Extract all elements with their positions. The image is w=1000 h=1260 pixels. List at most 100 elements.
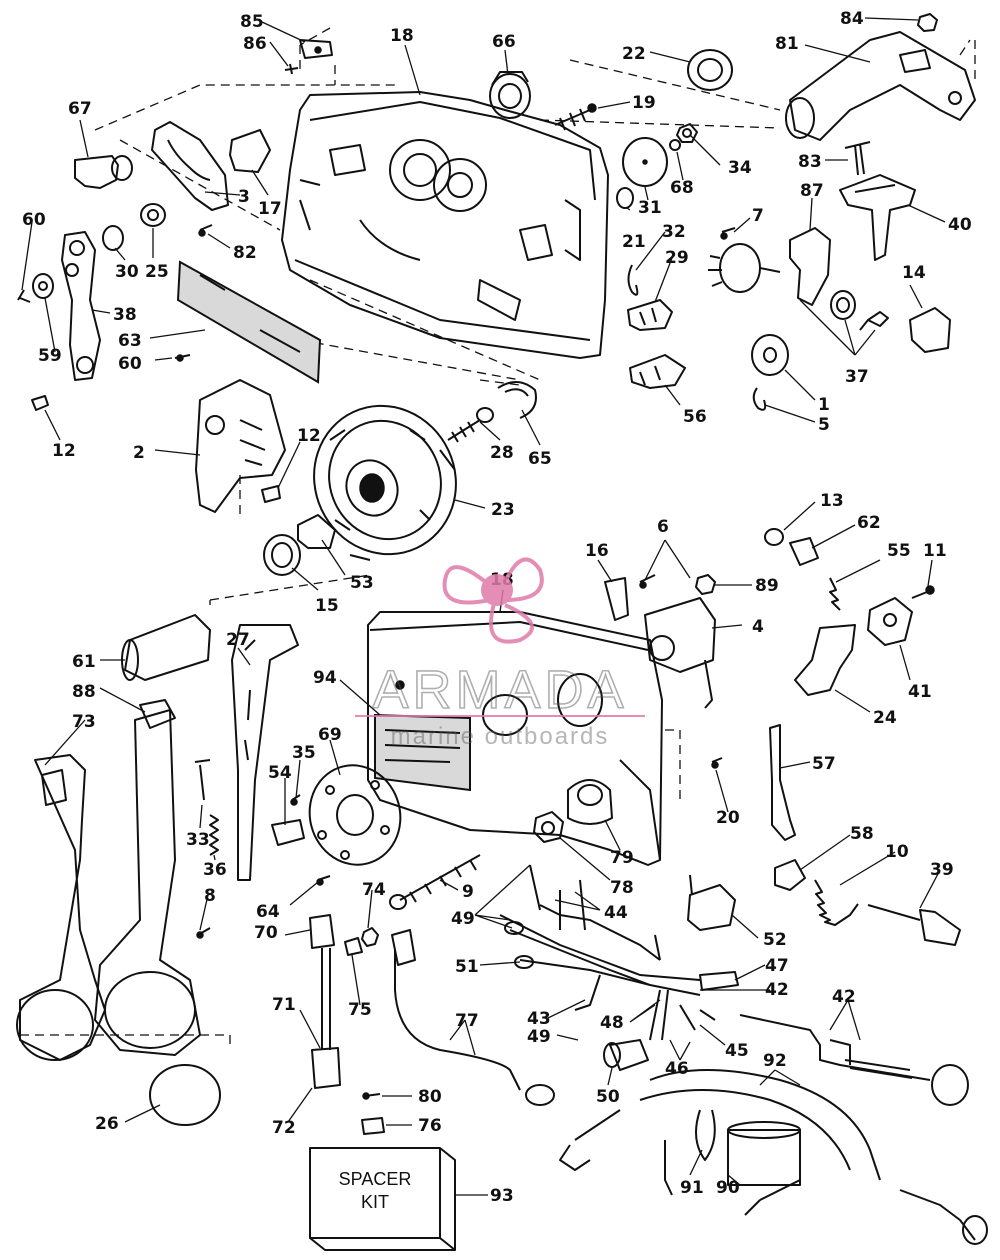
ref-39: 39 [930,860,954,880]
left-upper-parts [17,121,322,513]
ref-20: 20 [716,808,740,828]
ref-93: 93 [490,1186,514,1206]
ref-15: 15 [315,596,339,616]
ref-12-mid: 12 [297,426,321,446]
ref-62: 62 [857,513,881,533]
ref-82: 82 [233,243,257,263]
ref-65: 65 [528,449,552,469]
ref-3: 3 [238,187,250,207]
ref-87: 87 [800,181,824,201]
ref-60-top: 60 [22,210,46,230]
ref-59: 59 [38,346,62,366]
ref-19: 19 [632,93,656,113]
ref-24: 24 [873,708,897,728]
ref-26: 26 [95,1114,119,1134]
ref-5: 5 [818,415,830,435]
ref-68: 68 [670,178,694,198]
ref-55: 55 [887,541,911,561]
ref-49-lower: 49 [527,1027,551,1047]
upper-small-parts [284,13,976,411]
ref-25: 25 [145,262,169,282]
ref-53: 53 [350,573,374,593]
ref-75: 75 [348,1000,372,1020]
propeller-logo [442,557,544,644]
ref-51: 51 [455,957,479,977]
ref-9: 9 [462,882,474,902]
ref-7: 7 [752,206,764,226]
ref-79: 79 [610,848,634,868]
ref-88: 88 [72,682,96,702]
ref-33: 33 [186,830,210,850]
ref-8: 8 [204,886,216,906]
ref-89: 89 [755,576,779,596]
ref-42-mid: 42 [765,980,789,1000]
ref-45: 45 [725,1041,749,1061]
ref-81: 81 [775,34,799,54]
leader-lines [21,17,946,1186]
ref-13: 13 [820,491,844,511]
ref-18-upper: 18 [390,26,414,46]
ref-16: 16 [585,541,609,561]
ref-50: 50 [596,1087,620,1107]
ref-2: 2 [133,443,145,463]
ref-71: 71 [272,995,296,1015]
watermark: ARMADA marine outboards [355,557,645,750]
ref-52: 52 [763,930,787,950]
ref-78: 78 [610,878,634,898]
ref-57: 57 [812,754,836,774]
ref-86: 86 [243,34,267,54]
spacer-kit-line1: SPACER [339,1169,412,1189]
ref-70: 70 [254,923,278,943]
ref-63: 63 [118,331,142,351]
ref-27: 27 [226,630,250,650]
ref-14: 14 [902,263,926,283]
ref-66: 66 [492,32,516,52]
ref-58: 58 [850,824,874,844]
ref-35: 35 [292,743,316,763]
ref-11: 11 [923,541,947,561]
ref-85: 85 [240,12,264,32]
ref-77: 77 [455,1011,479,1031]
ref-36: 36 [203,860,227,880]
ref-80: 80 [418,1087,442,1107]
ref-76: 76 [418,1116,442,1136]
ref-30: 30 [115,262,139,282]
ref-29: 29 [665,248,689,268]
ref-4: 4 [752,617,764,637]
ref-64: 64 [256,902,280,922]
ref-47: 47 [765,956,789,976]
ref-37: 37 [845,367,869,387]
ref-32: 32 [662,222,686,242]
ref-48: 48 [600,1013,624,1033]
wiring-harness [499,864,988,1245]
ref-91: 91 [680,1178,704,1198]
ref-34: 34 [728,158,752,178]
ref-6: 6 [657,517,669,537]
spacer-kit: SPACER KIT [309,1147,488,1251]
ref-72: 72 [272,1118,296,1138]
reference-numbers: 85 86 18 66 22 81 84 67 19 34 68 83 3 17… [22,9,972,1206]
ref-38: 38 [113,305,137,325]
ref-17: 17 [258,199,282,219]
upper-control-housing [281,91,609,359]
ref-54: 54 [268,763,292,783]
ref-67: 67 [68,99,92,119]
ref-44: 44 [604,903,628,923]
ref-90: 90 [716,1178,740,1198]
ref-74: 74 [362,880,386,900]
right-middle-parts [604,528,961,946]
ref-92: 92 [763,1051,787,1071]
ref-31: 31 [638,198,662,218]
ref-10: 10 [885,842,909,862]
ref-49-upper: 49 [451,909,475,929]
ref-23: 23 [491,500,515,520]
ref-60-mid: 60 [118,354,142,374]
ref-21: 21 [622,232,646,252]
spacer-kit-line2: KIT [361,1192,389,1212]
watermark-tagline: marine outboards [391,723,610,750]
ref-40: 40 [948,215,972,235]
ref-1: 1 [818,395,830,415]
ref-61: 61 [72,652,96,672]
ref-73: 73 [72,712,96,732]
ref-41: 41 [908,682,932,702]
